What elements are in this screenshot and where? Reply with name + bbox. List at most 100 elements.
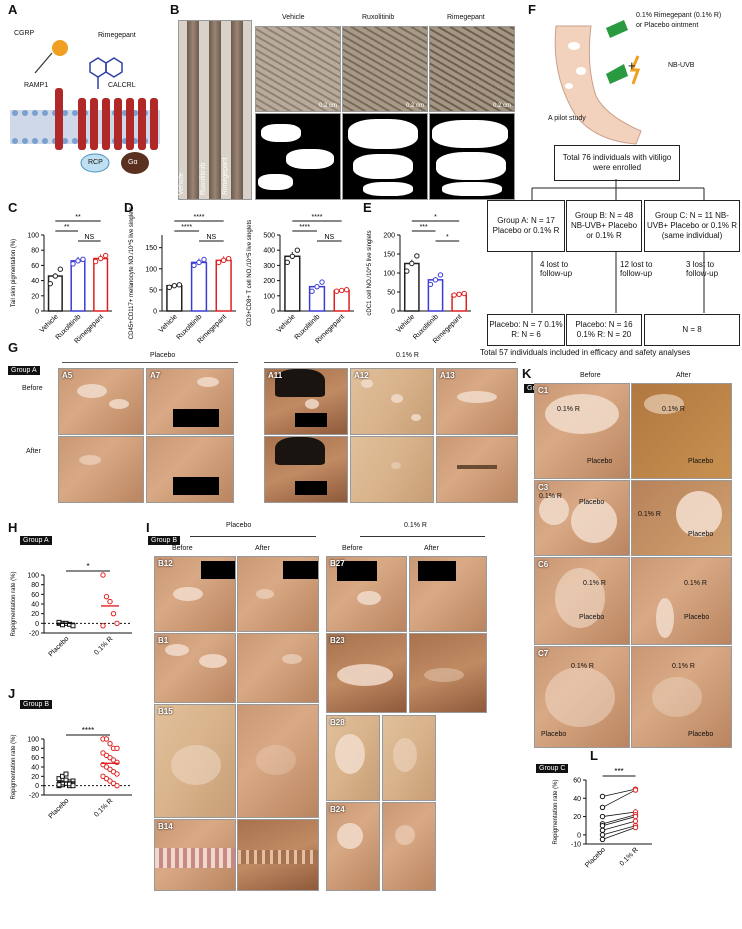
data-point	[107, 740, 113, 747]
y-tick-label: 500	[263, 233, 275, 240]
y-axis-label: Repigmentation rate (%)	[553, 779, 559, 844]
y-tick-label: 40	[31, 765, 39, 772]
x-tick-label: 0.1% R	[93, 797, 114, 818]
y-tick-label: 100	[27, 233, 39, 240]
legend-nbuvb: NB-UVB	[668, 62, 695, 69]
y-axis-label: CD3+CD8+ T cell NO./10^5 live singlets	[247, 220, 253, 326]
g-after-label: After	[26, 448, 41, 455]
x-tick-label: Vehicle	[158, 313, 179, 334]
data-point	[97, 255, 104, 262]
y-tick-label: 400	[263, 248, 275, 255]
y-tick-label: 40	[573, 796, 581, 803]
y-tick-label: 20	[573, 814, 581, 821]
sig-label: ****	[82, 726, 94, 735]
bar	[93, 257, 109, 312]
pair-line	[602, 789, 636, 808]
data-point	[437, 272, 444, 278]
flow-lost-b: 12 lost to follow-up	[620, 260, 653, 278]
data-point	[57, 266, 64, 272]
y-tick-label: 80	[31, 746, 39, 753]
data-point	[338, 287, 345, 294]
y-tick-label: -20	[29, 793, 39, 800]
x-tick-label: Vehicle	[276, 313, 297, 334]
sig-label: ****	[312, 214, 323, 221]
bar	[190, 261, 208, 312]
data-point	[461, 290, 467, 297]
plus-symbol: +	[628, 58, 636, 73]
photo-b14-after	[237, 819, 319, 891]
h-group-tag: Group A	[20, 536, 52, 545]
col-label-rimegepant: Rimegepant	[447, 14, 485, 21]
sig-label: ****	[299, 224, 310, 231]
panel-label-l: L	[590, 748, 598, 763]
cgrp-label: CGRP	[14, 30, 35, 37]
mouse-tails-photo	[178, 20, 252, 200]
data-point	[632, 787, 639, 793]
y-tick-label: 40	[31, 278, 39, 285]
galpha-label: Gα	[128, 159, 138, 166]
g-r-header: 0.1% R	[396, 352, 419, 359]
sig-label: *	[446, 234, 449, 241]
data-point	[114, 771, 120, 777]
sig-label: **	[64, 224, 70, 231]
photo-b15-after	[237, 704, 319, 818]
photo-a11-after	[264, 436, 348, 503]
data-point	[70, 623, 76, 629]
flow-group-a: Group A: N = 17 Placebo or 0.1% R	[487, 200, 565, 252]
pair-line	[602, 814, 636, 825]
data-point	[191, 262, 197, 269]
y-tick-label: 300	[263, 263, 275, 270]
data-point	[432, 277, 439, 283]
y-tick-label: 0	[35, 309, 39, 316]
data-point	[80, 256, 86, 263]
legend-placebo: or Placebo ointment	[636, 22, 699, 29]
tail-closeup-ruxolitinib: 0.2 cm	[342, 26, 428, 112]
panel-label-g: G	[8, 340, 19, 355]
data-point	[456, 291, 462, 297]
panel-label-j: J	[8, 686, 16, 701]
y-tick-label: 0	[271, 309, 275, 316]
bar	[215, 259, 232, 312]
photo-b23-after	[409, 633, 487, 713]
data-point	[52, 273, 59, 279]
calcrl-label: CALCRL	[108, 82, 136, 89]
y-axis-label: Repigmentation rate (%)	[11, 571, 17, 636]
panel-label-f: F	[528, 2, 536, 17]
panel-label-k: K	[522, 366, 532, 381]
y-tick-label: 50	[149, 287, 157, 294]
photo-b24-before: B24	[326, 802, 380, 891]
data-point	[201, 256, 207, 263]
panel-label-d: D	[124, 200, 134, 215]
flow-lost-c: 3 lost to follow-up	[686, 260, 719, 278]
data-point	[171, 282, 178, 289]
tail-label-rimegepant: Rimegepant	[222, 157, 229, 195]
rcp-label: RCP	[88, 159, 103, 166]
photo-a12-before: A12	[350, 368, 434, 435]
y-tick-label: 100	[27, 737, 39, 744]
y-tick-label: 60	[31, 592, 39, 599]
y-axis-label: Repigmentation rate (%)	[11, 734, 17, 799]
photo-b1-after	[237, 633, 319, 703]
panel-label-b: B	[170, 2, 180, 17]
data-point	[309, 288, 315, 294]
sig-label: *	[434, 214, 437, 221]
data-point	[63, 771, 69, 777]
y-tick-label: 50	[387, 290, 395, 297]
data-point	[632, 824, 639, 831]
data-point	[632, 818, 639, 824]
sig-label: NS	[206, 234, 216, 241]
data-point	[70, 783, 76, 789]
col-label-vehicle: Vehicle	[282, 14, 305, 21]
panel-label-i: I	[146, 520, 150, 535]
panel-label-c: C	[8, 200, 18, 215]
y-tick-label: 100	[263, 293, 275, 300]
y-tick-label: -10	[571, 842, 581, 849]
